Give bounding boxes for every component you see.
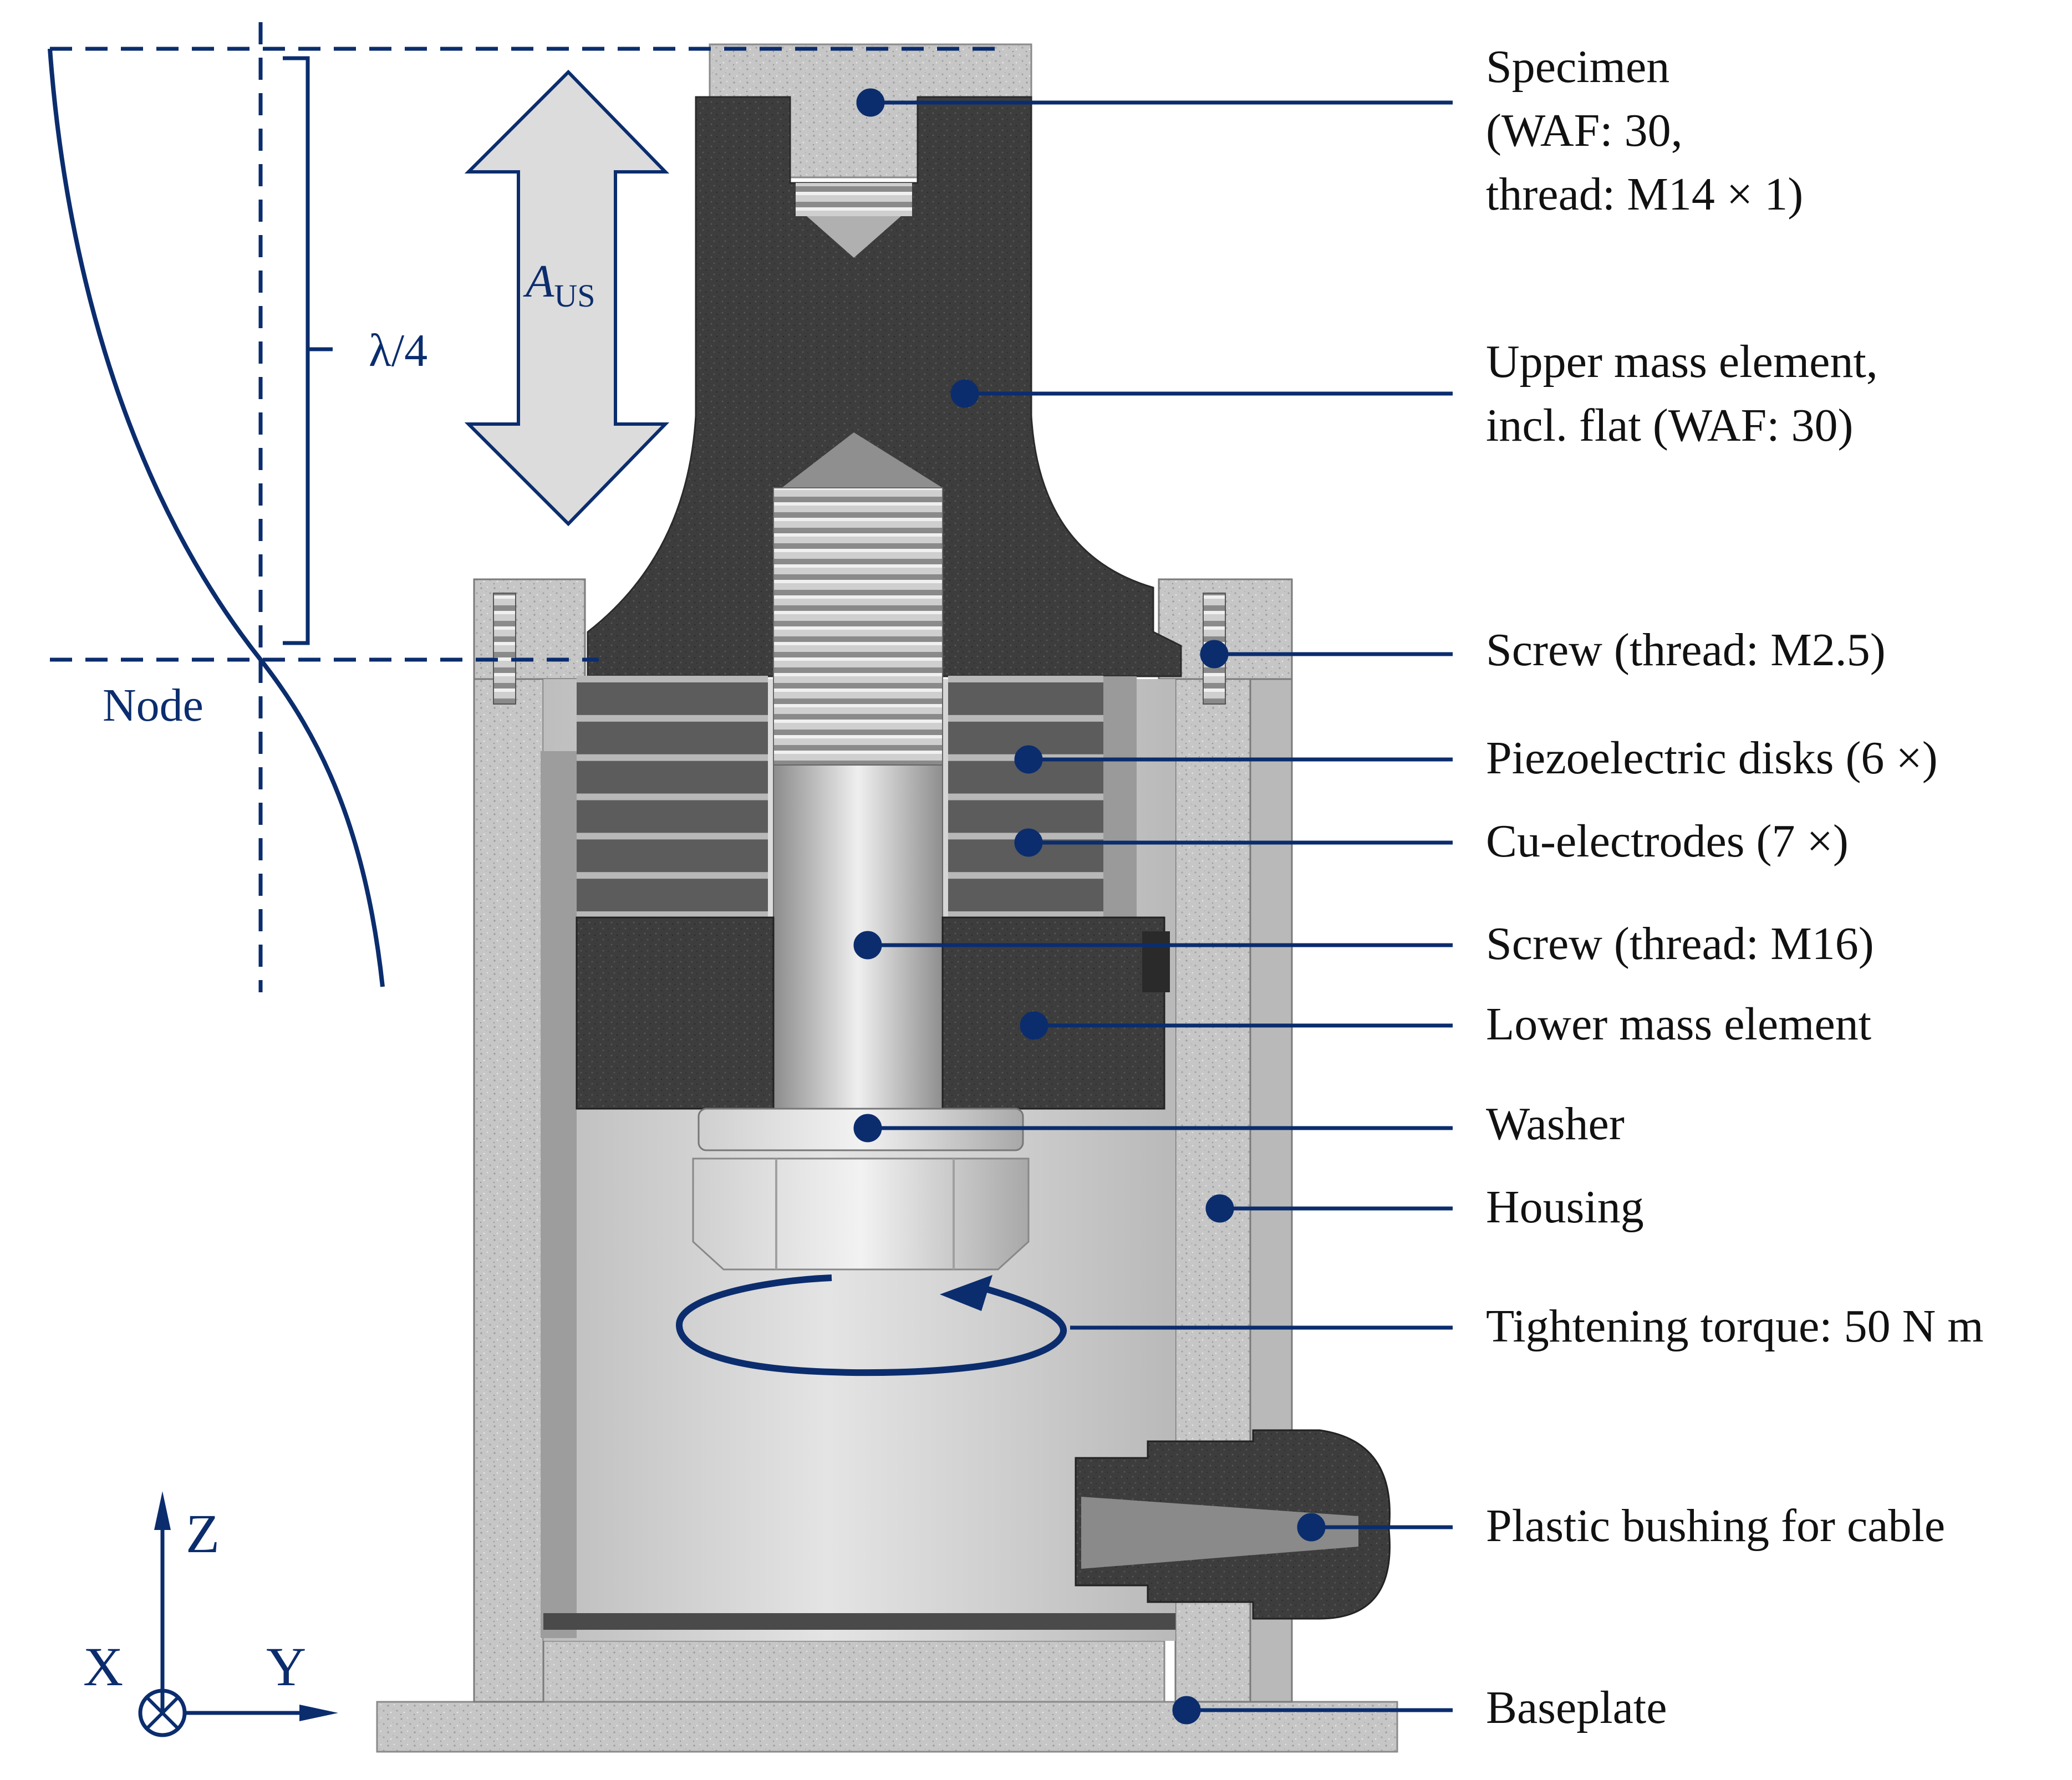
cu-electrode-layer (577, 715, 768, 722)
bushing-bore (1081, 1497, 1358, 1569)
cu-electrode-layer (577, 833, 768, 840)
screw-m25-label: Screw (thread: M2.5) (1486, 624, 1886, 676)
cu-electrode-layer (577, 793, 768, 800)
housing-top-left (473, 578, 586, 680)
amplitude-curve (48, 48, 385, 987)
inner-sleeve-left (541, 751, 577, 1638)
cu-electrode-layer (948, 715, 1103, 722)
curved-arrow-icon (675, 1274, 1067, 1376)
transducer-assembly (376, 43, 1398, 1753)
lower-mass-step (1142, 931, 1170, 992)
lower-mass-left (576, 916, 775, 1110)
upper-mass-label-1: Upper mass element, (1486, 336, 1878, 387)
lower-mass-label: Lower mass element (1486, 998, 1871, 1050)
bushing-label: Plastic bushing for cable (1486, 1500, 1945, 1552)
cu-electrode-layer (948, 911, 1103, 918)
bottom-groove (543, 1613, 1175, 1630)
baseplate-label: Baseplate (1486, 1682, 1667, 1733)
quarter-wavelength-bracket (283, 56, 333, 645)
upper-mass-label-2: incl. flat (WAF: 30) (1486, 400, 1854, 451)
part-labels: Specimen (WAF: 30, thread: M14 × 1) Uppe… (1486, 41, 1984, 1733)
cu-electrode-layer (577, 754, 768, 761)
cu-electrode-layer (948, 793, 1103, 800)
torque-label: Tightening torque: 50 N m (1486, 1300, 1984, 1352)
upper-mass-part (587, 96, 1182, 677)
node-label: Node (103, 680, 203, 731)
x-axis-label: X (83, 1636, 123, 1697)
z-axis-label: Z (186, 1503, 220, 1564)
amplitude-double-arrow (464, 69, 670, 527)
lower-mass-right (941, 916, 1165, 1110)
washer-label: Washer (1486, 1098, 1625, 1150)
screw-m25-left (493, 593, 516, 705)
baseplate-inner (542, 1640, 1165, 1703)
specimen-label-3: thread: M14 × 1) (1486, 169, 1803, 220)
housing-label: Housing (1486, 1181, 1644, 1233)
quarter-wavelength-label: λ/4 (369, 325, 427, 376)
screw-m16-label: Screw (thread: M16) (1486, 918, 1874, 970)
y-axis-label: Y (266, 1636, 306, 1697)
bore-cone (782, 432, 943, 488)
cu-electrode-layer (577, 872, 768, 879)
specimen-cone (807, 216, 901, 258)
amplitude-label: AUS (523, 256, 595, 314)
specimen-thread (796, 183, 912, 216)
wave-annotation (48, 22, 1067, 1737)
specimen-label-2: (WAF: 30, (1486, 105, 1683, 156)
circled-cross-icon (138, 1689, 187, 1737)
cu-electrode-layer (577, 911, 768, 918)
specimen-label-1: Specimen (1486, 41, 1669, 93)
electrodes-label: Cu-electrodes (7 ×) (1486, 815, 1849, 867)
cu-electrodes (577, 676, 1103, 918)
leader-lines (853, 88, 1453, 1725)
cu-electrode-layer (948, 676, 1103, 682)
housing-left-wall (473, 578, 544, 1703)
cu-electrode-layer (577, 676, 768, 682)
piezo-label: Piezoelectric disks (6 ×) (1486, 732, 1938, 784)
cu-electrode-layer (948, 872, 1103, 879)
screw-m16-thread (773, 487, 943, 766)
nut-part (692, 1157, 1030, 1271)
